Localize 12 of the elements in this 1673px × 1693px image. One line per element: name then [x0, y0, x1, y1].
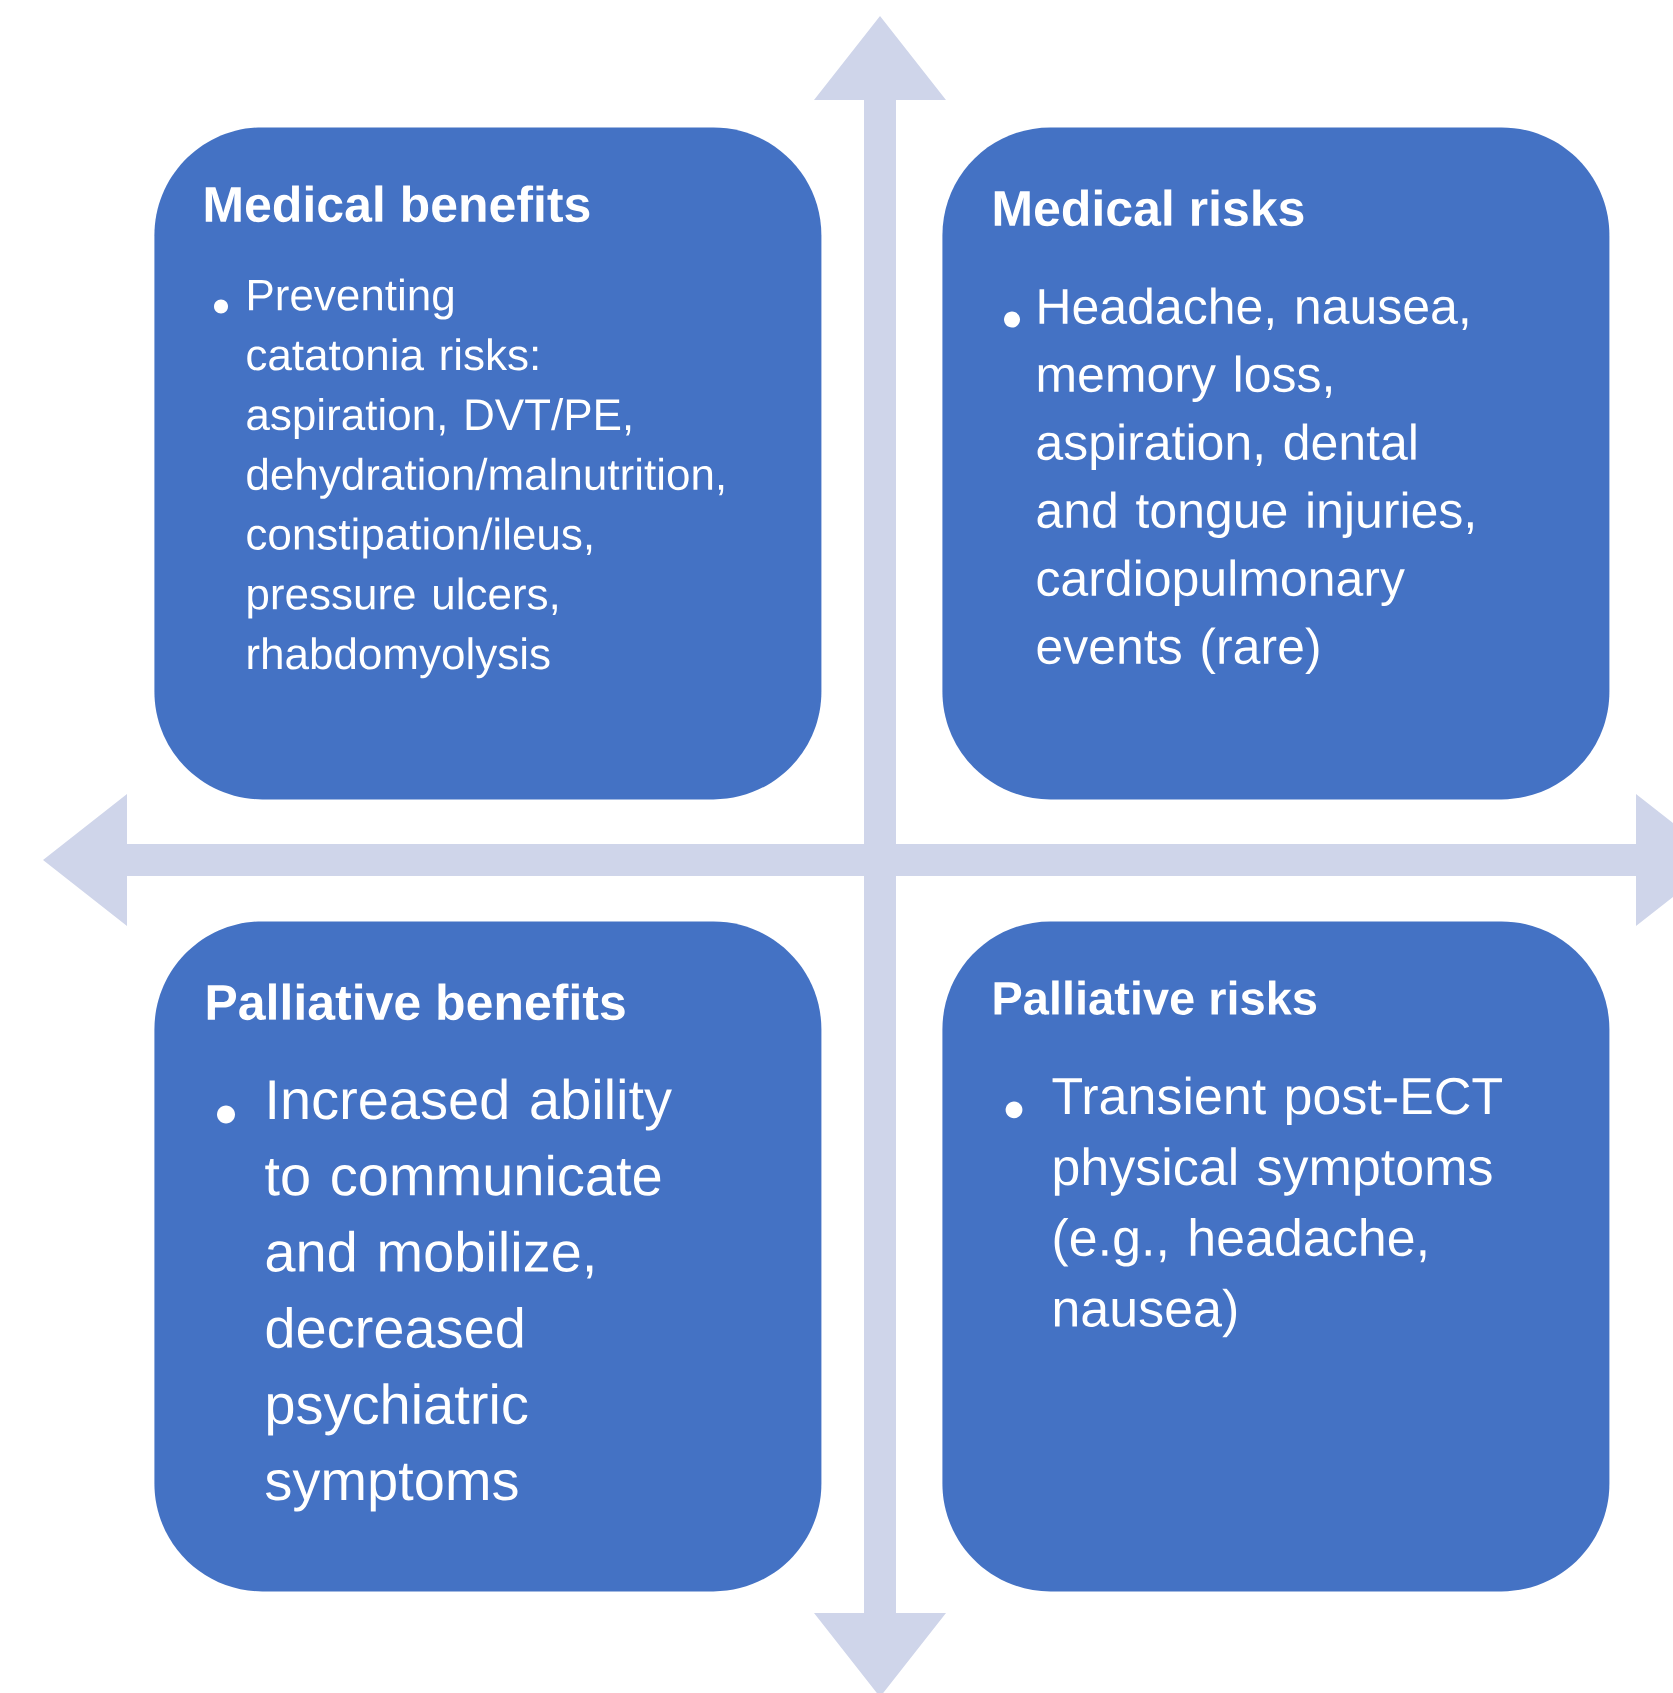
- heading: Palliative risks: [994, 980, 1317, 1015]
- bullet-text: Transient post-ECT physical symptoms (e.g., headache, nausea): [1052, 1076, 1502, 1338]
- heading: Medical risks: [994, 189, 1304, 227]
- quadrant-box: [154, 127, 822, 800]
- heading: Medical benefits: [205, 185, 590, 223]
- quadrant-box: [942, 921, 1610, 1592]
- quadrant-box: [154, 921, 822, 1592]
- quadrant-box: [942, 127, 1610, 800]
- heading: Palliative benefits: [207, 983, 625, 1021]
- bullet-text: Headache, nausea, memory loss, aspiration, dental and tongue injuries, cardiopulmonary events (rare): [1037, 287, 1473, 674]
- bullet-text: Preventing catatonia risks: aspiration, DVT/PE, dehydration/malnutrition, constipation/ileus, pressure ulcers, rhabdomyolysis: [247, 278, 724, 679]
- bullet-text: Increased ability to communicate and mobilize, decreased psychiatric symptoms: [265, 1078, 672, 1512]
